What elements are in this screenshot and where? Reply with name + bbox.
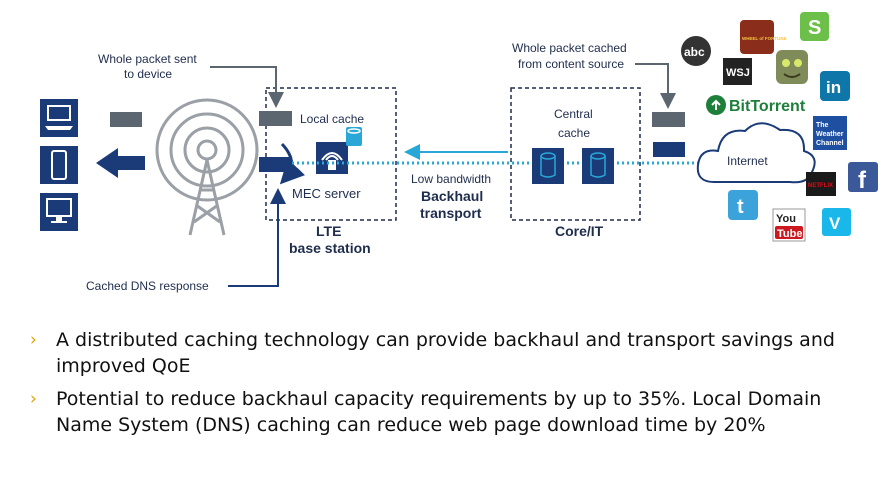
caching-architecture-diagram: Local cache MEC server LTE base station …	[40, 12, 878, 293]
svg-text:The: The	[816, 122, 829, 129]
local-cache-packet	[259, 111, 292, 126]
cached-dns-label: Cached DNS response	[86, 279, 209, 293]
talking-tom-icon	[776, 50, 808, 84]
bittorrent-icon: BitTorrent	[706, 95, 806, 115]
svg-text:S: S	[808, 17, 821, 39]
bullet-chevron-icon: ›	[30, 389, 37, 409]
svg-text:V: V	[829, 214, 841, 233]
internet-cloud-icon	[696, 122, 816, 184]
abc-icon: abc	[681, 36, 711, 66]
whole-packet-cached-arrow	[635, 63, 676, 109]
monitor-icon	[40, 193, 78, 231]
bullet-text-1: A distributed caching technology can pro…	[56, 329, 835, 377]
whole-packet-sent-line1: Whole packet sent	[98, 52, 197, 66]
backhaul-label: Backhaul	[421, 188, 483, 204]
whole-packet-sent-line2: to device	[124, 67, 172, 81]
lte-label: LTE	[316, 223, 341, 239]
tablet-icon	[40, 146, 78, 184]
svg-text:NETFLIX: NETFLIX	[808, 183, 833, 189]
local-cache-db-icon	[346, 127, 362, 146]
mec-server-icon	[316, 142, 348, 174]
base-station-packet	[259, 157, 292, 172]
whole-packet-cached-line2: from content source	[518, 57, 624, 71]
bullet-item-2: › Potential to reduce backhaul capacity …	[30, 386, 870, 438]
laptop-icon	[40, 99, 78, 137]
svg-text:Tube: Tube	[777, 228, 802, 240]
linkedin-icon: in	[820, 71, 850, 101]
delivery-arrow	[96, 148, 145, 178]
svg-text:t: t	[737, 196, 744, 218]
twitter-icon: t	[728, 190, 758, 220]
core-it-box	[510, 87, 641, 221]
svg-text:abc: abc	[684, 45, 705, 59]
cached-packet-gray	[652, 112, 685, 127]
weather-channel-icon: The Weather Channel	[813, 116, 847, 150]
cache-label: cache	[558, 126, 590, 140]
mec-server-label: MEC server	[292, 186, 361, 201]
core-it-label: Core/IT	[555, 223, 604, 239]
local-cache-label: Local cache	[300, 112, 364, 126]
wsj-icon: WSJ	[723, 58, 752, 85]
cached-packet-blue	[653, 142, 685, 157]
internet-label: Internet	[727, 154, 768, 168]
whole-packet-cached-line1: Whole packet cached	[512, 41, 627, 55]
vimeo-icon: V	[822, 208, 851, 236]
lte-base-station-box	[265, 87, 397, 221]
skype-icon: S	[800, 12, 829, 41]
bullet-text-2: Potential to reduce backhaul capacity re…	[56, 388, 822, 436]
antenna-tower-icon	[155, 98, 259, 236]
svg-text:WSJ: WSJ	[726, 67, 750, 79]
bullet-chevron-icon: ›	[30, 330, 37, 350]
svg-text:f: f	[858, 167, 867, 194]
youtube-icon: You Tube	[772, 208, 806, 242]
netflix-icon: NETFLIX	[806, 172, 836, 196]
cached-dns-arrow	[228, 188, 286, 287]
central-cache-db-icon-1	[532, 148, 564, 184]
cache-loop-arrow	[279, 142, 306, 185]
central-label: Central	[554, 107, 593, 121]
svg-text:in: in	[826, 78, 841, 97]
packet-to-device	[110, 112, 142, 127]
transport-label: transport	[420, 205, 482, 221]
svg-text:BitTorrent: BitTorrent	[729, 98, 806, 115]
central-cache-db-icon-2	[582, 148, 614, 184]
facebook-icon: f	[848, 162, 878, 194]
base-station-label: base station	[289, 240, 371, 256]
whole-packet-sent-arrow	[210, 66, 284, 108]
bullet-item-1: › A distributed caching technology can p…	[30, 327, 870, 379]
wheel-of-fortune-icon: WHEEL of FORTUNE	[740, 20, 787, 54]
svg-text:Channel: Channel	[816, 140, 844, 147]
svg-text:WHEEL of FORTUNE: WHEEL of FORTUNE	[742, 36, 787, 41]
low-bandwidth-label: Low bandwidth	[411, 172, 491, 186]
svg-text:You: You	[776, 213, 796, 225]
bullet-list: › A distributed caching technology can p…	[30, 327, 870, 445]
svg-text:Weather: Weather	[816, 131, 844, 138]
